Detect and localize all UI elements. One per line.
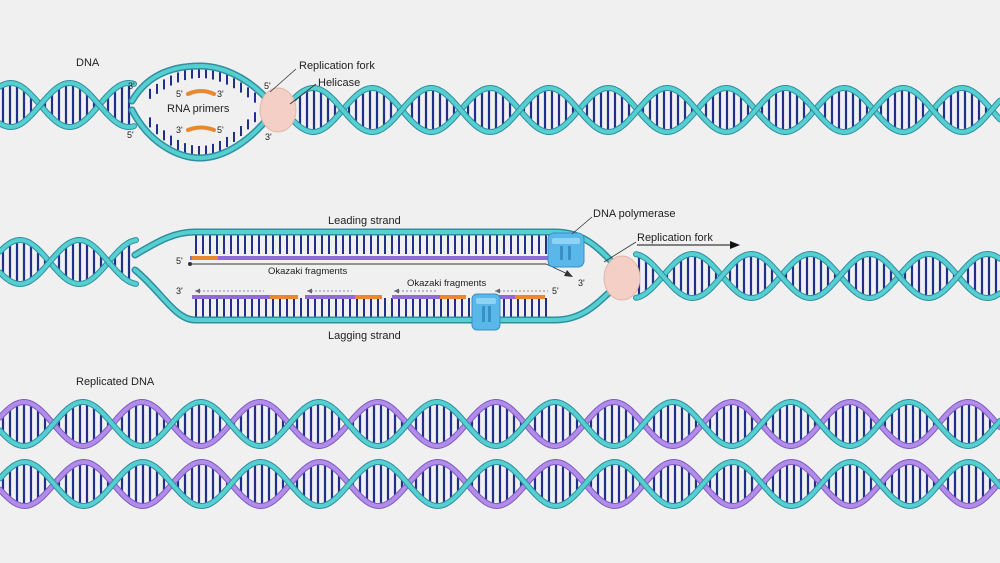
replicated-dna-title: Replicated DNA	[76, 376, 155, 388]
leading-5-prime-label: 5'	[176, 256, 183, 266]
strand-a	[0, 400, 1000, 449]
lagging-3-prime-label: 3'	[176, 286, 183, 296]
lagging-direction-arrows	[195, 288, 548, 294]
helicase-pointer	[289, 83, 317, 105]
strand-a	[0, 238, 138, 287]
bubble-base-pairs	[195, 234, 547, 318]
strand-a	[0, 80, 136, 130]
bubble-base-pairs	[149, 68, 256, 156]
dna-polymerase-label: DNA polymerase	[593, 208, 676, 220]
leading-strand-label: Leading strand	[328, 215, 401, 227]
primer-bottom-3-label: 3'	[176, 125, 183, 135]
section-dna: DNA 5' 3' 3' 5' RNA primers 3' 5' 5' 3'	[0, 57, 1000, 162]
helix-left-segment	[0, 236, 139, 288]
primer-top-3-label: 3'	[217, 89, 224, 99]
replication-fork-pointer	[603, 241, 637, 263]
strand-b	[0, 237, 138, 286]
dna-title: DNA	[76, 57, 100, 69]
strand-b	[0, 80, 136, 130]
helicase	[603, 255, 641, 301]
dna-polymerase-lagging	[471, 293, 501, 331]
strand-a	[634, 251, 1000, 301]
replication-fork-pointer	[269, 68, 297, 93]
replication-bubble: 5' 3' 3' 5' RNA primers	[128, 62, 272, 162]
helix-right-segment	[287, 84, 1000, 136]
fork-5-prime-label: 5'	[264, 81, 271, 91]
primer-top-5-label: 5'	[176, 89, 183, 99]
strand-a	[288, 86, 1000, 135]
primer-bottom-5-label: 5'	[217, 125, 224, 135]
helicase	[259, 87, 297, 133]
dna-polymerase-pointer	[571, 216, 593, 235]
left-5-prime-label: 5'	[127, 130, 134, 140]
okazaki-fragments-label-2: Okazaki fragments	[407, 278, 486, 289]
rna-primer-top	[186, 89, 216, 96]
replication-fork-label: Replication fork	[299, 60, 375, 72]
lagging-5-prime-label: 5'	[552, 286, 559, 296]
dna-polymerase-leading	[547, 232, 585, 268]
section-replication: Leading strand Lagging strand Okazaki fr…	[0, 208, 1000, 342]
strand-b	[288, 85, 1000, 134]
okazaki-fragments-label-1: Okazaki fragments	[268, 266, 347, 277]
helix-right-segment	[633, 250, 1000, 302]
strand-a	[0, 459, 1000, 509]
fork-3-prime-label: 3'	[578, 278, 585, 288]
rna-primer-bottom	[186, 125, 216, 132]
strand-b	[0, 399, 1000, 448]
fork-3-prime-label: 3'	[265, 132, 272, 142]
rna-primers-label: RNA primers	[167, 103, 230, 115]
replication-bubble-large	[131, 228, 616, 331]
replicated-helix-1	[0, 398, 1000, 450]
replication-fork-label: Replication fork	[637, 232, 713, 244]
replicated-helix-2	[0, 458, 1000, 510]
strand-b	[634, 251, 1000, 301]
helix-left-segment	[0, 79, 137, 131]
lagging-strand-label: Lagging strand	[328, 330, 401, 342]
strand-b	[0, 459, 1000, 509]
left-3-prime-label: 3'	[128, 81, 135, 91]
section-replicated: Replicated DNA	[0, 376, 1000, 510]
helicase-label: Helicase	[318, 77, 360, 89]
